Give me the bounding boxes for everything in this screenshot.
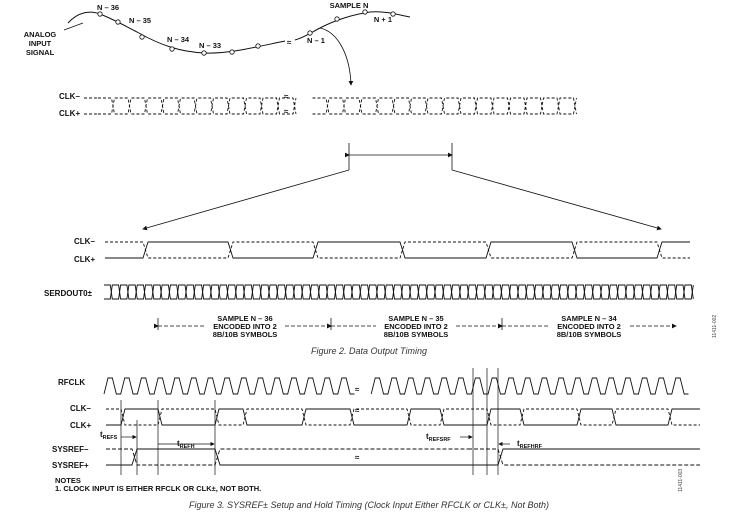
clk-minus-trace (98, 97, 577, 115)
block-3-line-1: SAMPLE N – 34 (561, 314, 617, 323)
zoomed-clock: CLK– CLK+ (74, 237, 690, 264)
sample-n-1: N – 1 (307, 36, 325, 45)
svg-text:≈: ≈ (355, 406, 360, 415)
block-1-line-3: 8B/10B SYMBOLS (213, 330, 278, 339)
sample-blocks: SAMPLE N – 36 ENCODED INTO 2 8B/10B SYMB… (154, 314, 677, 339)
sysref-minus-label: SYSREF– (52, 445, 89, 454)
top-clk-plus-label: CLK+ (59, 109, 80, 118)
analog-label-1: ANALOG (24, 30, 57, 39)
f3-clk-plus-trace (106, 408, 700, 426)
block-1-line-2: ENCODED INTO 2 (213, 322, 277, 331)
svg-text:tREFS: tREFS (100, 430, 118, 441)
zoom-lines (142, 143, 662, 231)
block-2-line-2: ENCODED INTO 2 (384, 322, 448, 331)
f3-clk-waveform (106, 408, 700, 426)
analog-input-signal: ANALOG INPUT SIGNAL ≈ N – 36 N – 35 N – … (24, 1, 411, 86)
serdout-trace-b (104, 284, 694, 300)
t-refh-sub: REFH (180, 444, 195, 450)
rfclk-label: RFCLK (58, 378, 85, 387)
sample-n: SAMPLE N (330, 1, 369, 10)
sample-n-34: N – 34 (167, 35, 190, 44)
analog-label-2: INPUT (29, 39, 52, 48)
block-3-line-3: 8B/10B SYMBOLS (557, 330, 622, 339)
sample-arrow (319, 27, 354, 86)
sample-n-33: N – 33 (199, 41, 221, 50)
fig3-side-code: 11411-003 (678, 469, 684, 492)
clk-plus-trace (105, 241, 690, 259)
sysref: SYSREF– SYSREF+ ≈ (52, 445, 700, 470)
t-refh-main: t (177, 439, 180, 448)
clk-plus-label: CLK+ (74, 255, 95, 264)
notes-title: NOTES (55, 476, 81, 485)
svg-text:≈: ≈ (355, 453, 360, 462)
svg-text:≈: ≈ (284, 92, 289, 101)
svg-text:tREFHRF: tREFHRF (517, 439, 543, 450)
t-refhrf-sub: REFHRF (520, 444, 543, 450)
analog-label-3: SIGNAL (26, 48, 55, 57)
clk-minus-label: CLK– (74, 237, 95, 246)
fig2-side-code: 11411-002 (712, 315, 718, 338)
serdout: SERDOUT0± (44, 284, 694, 300)
svg-text:≈: ≈ (355, 385, 360, 394)
serdout-trace-a (104, 284, 694, 300)
rfclk-waveform (103, 377, 689, 395)
clk-waveform (105, 241, 690, 259)
note-1: 1. CLOCK INPUT IS EITHER RFCLK OR CLK±, … (55, 484, 261, 493)
rfclk-trace (103, 377, 689, 395)
fig2-caption: Figure 2. Data Output Timing (311, 346, 427, 356)
sysref-plus-label: SYSREF+ (52, 461, 89, 470)
block-2-line-3: 8B/10B SYMBOLS (384, 330, 449, 339)
f3-clk-minus-label: CLK– (70, 404, 91, 413)
block-1-line-1: SAMPLE N – 36 (217, 314, 272, 323)
t-refs-main: t (100, 430, 103, 439)
f3-clk-minus-trace (106, 408, 700, 426)
timing-markers (120, 368, 510, 475)
top-clk-minus-label: CLK– (59, 92, 80, 101)
block-3-line-2: ENCODED INTO 2 (557, 322, 621, 331)
block-2-line-1: SAMPLE N – 35 (388, 314, 443, 323)
t-refsrf-main: t (426, 432, 429, 441)
serdout-label: SERDOUT0± (44, 289, 93, 298)
sample-n-plus-1: N + 1 (374, 15, 392, 24)
t-refhrf-main: t (517, 439, 520, 448)
rfclk: RFCLK ≈ (58, 377, 689, 395)
top-clock: CLK– CLK+ ≈ ≈ (59, 92, 577, 118)
fig3-clock: CLK– CLK+ ≈ (70, 404, 700, 430)
svg-text:≈: ≈ (284, 107, 289, 116)
serdout-waveform (104, 284, 694, 300)
t-refsrf-sub: REFSRF (429, 437, 452, 443)
clk-minus-trace (105, 241, 690, 259)
svg-text:tREFSRF: tREFSRF (426, 432, 451, 443)
t-refs-sub: REFS (103, 435, 118, 441)
svg-text:tREFH: tREFH (177, 439, 195, 450)
top-clk-waveform (98, 97, 577, 115)
sample-n-35: N – 35 (129, 16, 151, 25)
sample-n-36: N – 36 (97, 3, 119, 12)
f3-clk-plus-label: CLK+ (70, 421, 91, 430)
svg-text:≈: ≈ (287, 38, 292, 47)
fig3-caption: Figure 3. SYSREF± Setup and Hold Timing … (189, 500, 549, 510)
clk-plus-trace (98, 97, 577, 115)
